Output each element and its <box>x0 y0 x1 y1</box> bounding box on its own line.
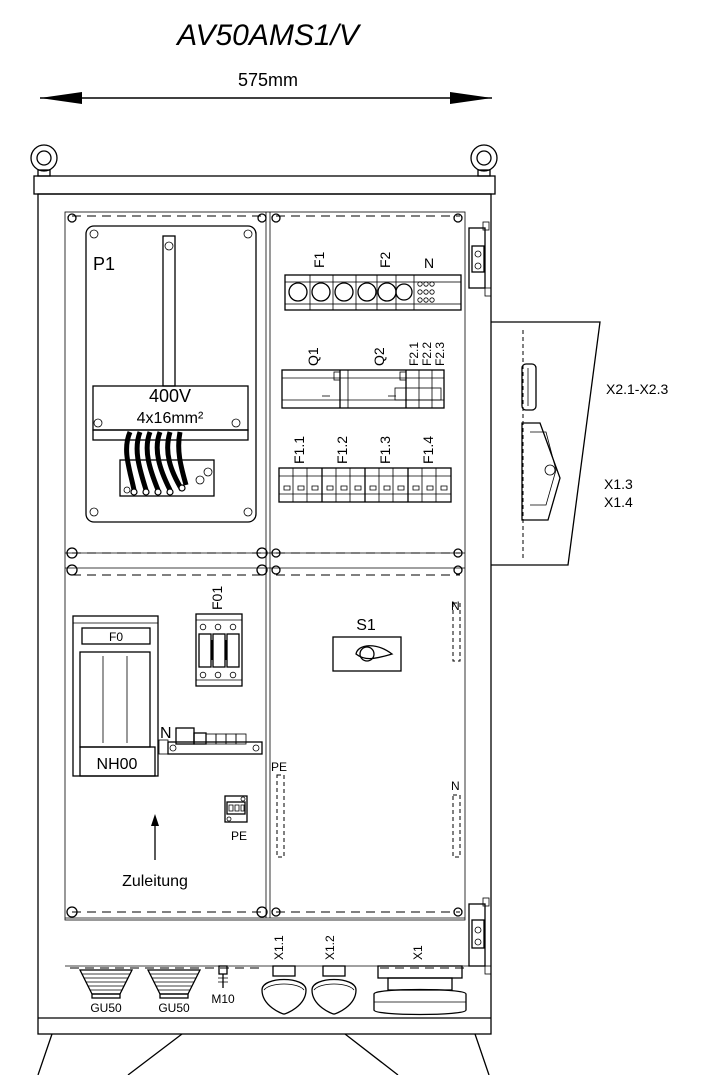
breaker-row-q <box>281 369 445 409</box>
m10-bolt <box>218 965 228 988</box>
lifting-eye-right <box>470 144 498 177</box>
f1-label: F1 <box>311 251 327 268</box>
pe-terminal <box>224 795 248 823</box>
x14-label: X1.4 <box>604 494 633 510</box>
p1-label: P1 <box>93 254 115 274</box>
door-hinge-bottom <box>468 897 492 975</box>
gu50-1-label: GU50 <box>90 1001 122 1015</box>
dimension-arrow-left <box>40 92 82 104</box>
x21-x23-label: X2.1-X2.3 <box>606 381 668 397</box>
f23-label: F2.3 <box>433 342 447 366</box>
cable-gland-gu50-right <box>146 969 202 999</box>
pe-left-label: PE <box>271 760 287 774</box>
lifting-eye-left <box>30 144 58 177</box>
cable-label: 4x16mm² <box>137 410 204 427</box>
f14-label: F1.4 <box>420 436 436 464</box>
f12-label: F1.2 <box>334 436 350 464</box>
surge-arrester-f01 <box>195 613 243 687</box>
f01-label: F01 <box>209 586 225 610</box>
f22-label: F2.2 <box>420 342 434 366</box>
f21-label: F2.1 <box>407 342 421 366</box>
nh00-label: NH00 <box>97 756 138 773</box>
q2-label: Q2 <box>371 347 387 366</box>
cabinet-roof <box>33 175 496 195</box>
width-label: 575mm <box>238 70 298 90</box>
n-bar-right-top <box>452 602 461 662</box>
breaker-row-f1 <box>278 467 452 503</box>
q1-label: Q1 <box>305 347 321 366</box>
f11-label: F1.1 <box>291 436 307 464</box>
n-right1-label: N <box>451 599 460 613</box>
socket-x11 <box>261 965 307 1015</box>
zuleitung-label: Zuleitung <box>122 873 188 890</box>
socket-x1 <box>373 965 467 1016</box>
cable-gland-gu50-left <box>78 969 134 999</box>
panel-corner-screws <box>66 213 463 918</box>
fuse-carrier-f1-f2 <box>284 274 462 311</box>
voltage-label: 400V <box>149 386 191 406</box>
n-mid-label: N <box>160 725 172 742</box>
pe-bar-left <box>276 774 285 858</box>
x11-label: X1.1 <box>272 935 286 960</box>
f13-label: F1.3 <box>377 436 393 464</box>
socket-x12 <box>311 965 357 1015</box>
cabinet-legs <box>37 1033 490 1075</box>
x12-label: X1.2 <box>323 935 337 960</box>
dimension-arrow-right <box>450 92 492 104</box>
n-right2-label: N <box>451 779 460 793</box>
n-top-label: N <box>424 255 434 271</box>
drawing-title: AV50AMS1/V <box>175 19 362 52</box>
neutral-busbar <box>158 727 263 755</box>
f0-label: F0 <box>109 630 123 644</box>
main-switch-s1 <box>332 636 402 672</box>
meter-panel <box>85 225 257 523</box>
x1-label: X1 <box>411 945 425 960</box>
side-socket-housing <box>491 321 601 566</box>
gu50-2-label: GU50 <box>158 1001 190 1015</box>
inner-frame <box>64 211 466 921</box>
pe-block-label: PE <box>231 829 247 843</box>
door-hinge-top <box>468 221 492 297</box>
n-bar-right-bottom <box>452 794 461 858</box>
cabinet-body <box>37 193 492 1035</box>
nh00-fuse-switch <box>72 615 159 777</box>
m10-label: M10 <box>211 992 235 1006</box>
s1-label: S1 <box>356 617 376 634</box>
f2-label: F2 <box>377 251 393 268</box>
x13-label: X1.3 <box>604 476 633 492</box>
